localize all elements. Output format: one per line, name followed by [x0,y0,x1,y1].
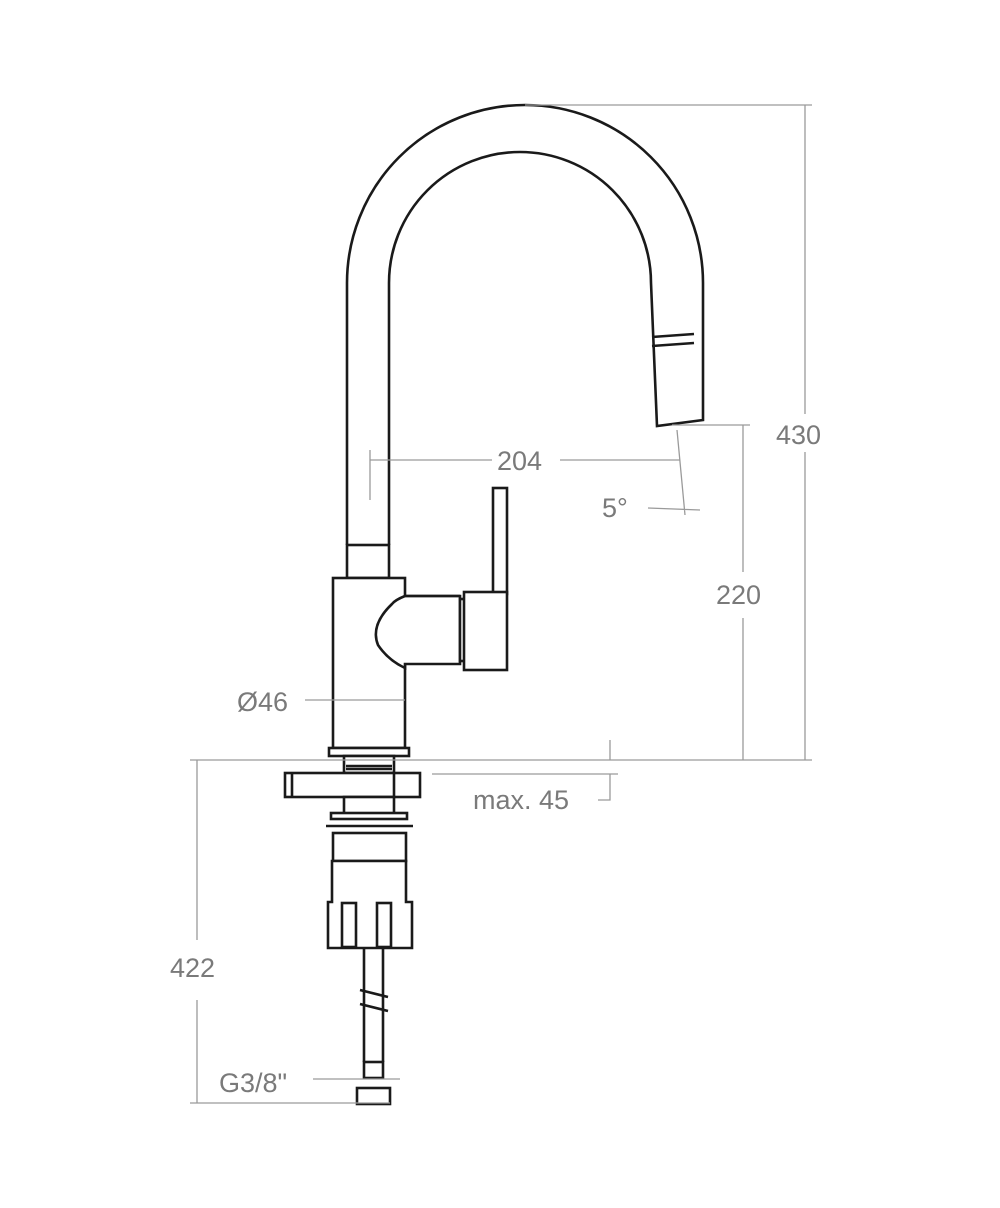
lever-handle [462,486,509,672]
connection-thread-label: G3/8" [219,1068,287,1098]
spout [345,103,705,580]
faucet-body [327,576,470,758]
total-height-label: 430 [776,420,821,450]
max-deck-thickness-label: max. 45 [473,785,569,815]
body-diameter-label: Ø46 [237,687,288,717]
spout-angle-label: 5° [602,493,628,523]
below-deck-length-label: 422 [170,953,215,983]
spout-reach-label: 204 [497,446,542,476]
spout-height-label: 220 [716,580,761,610]
dimension-lines [190,104,812,1104]
dimension-labels: 430 220 204 5° Ø46 max. 45 422 G3/8" [170,420,821,1098]
mounting-kit [283,754,422,1106]
